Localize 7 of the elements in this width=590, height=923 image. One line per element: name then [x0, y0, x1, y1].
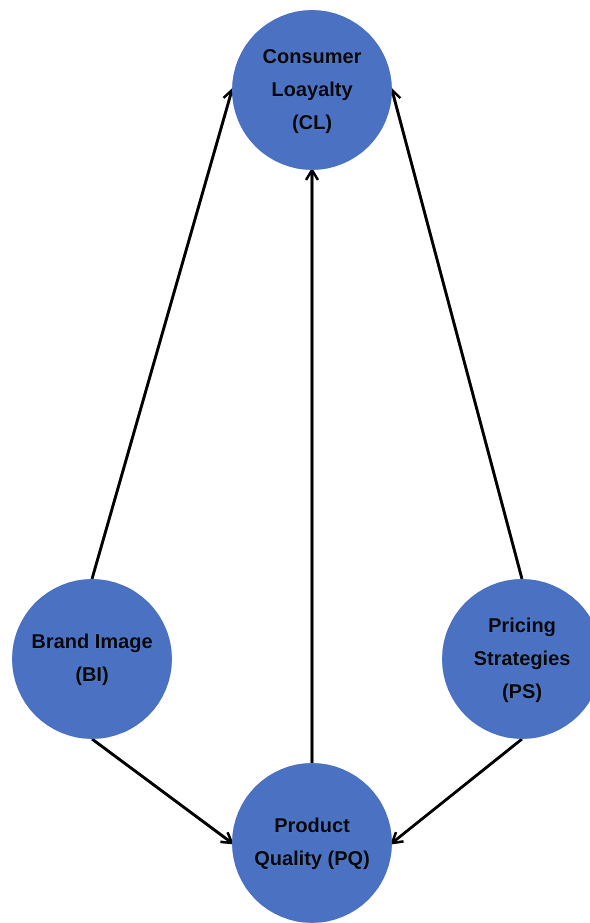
arrow [390, 738, 523, 844]
node-label: Brand Image (BI) [30, 630, 154, 688]
arrow [304, 168, 320, 763]
node-label: Consumer Loayalty (CL) [262, 44, 362, 136]
node-label: Product Quality (PQ) [253, 814, 371, 872]
node-label: Pricing Strategies (PS) [472, 614, 572, 704]
arrow [91, 738, 234, 844]
